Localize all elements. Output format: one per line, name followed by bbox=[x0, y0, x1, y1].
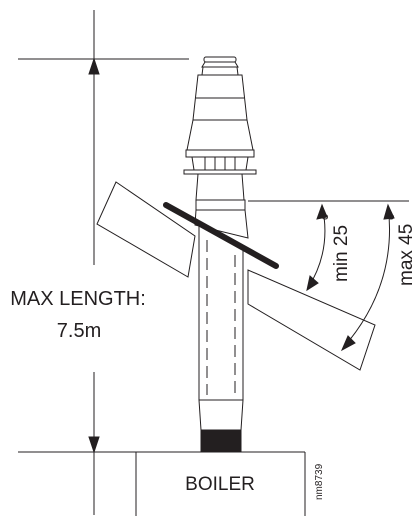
boiler-label: BOILER bbox=[185, 474, 255, 495]
min-angle-degree-group: o bbox=[319, 214, 331, 220]
min-angle-arrow-bottom bbox=[306, 275, 319, 292]
max-angle-arc bbox=[342, 204, 391, 349]
max-length-dimension bbox=[18, 10, 189, 515]
terminal-louvres bbox=[191, 156, 249, 171]
arrowhead-down bbox=[88, 436, 100, 454]
max-angle-label: max 45 bbox=[396, 224, 417, 286]
flue-terminal bbox=[183, 56, 257, 201]
flue-pipe bbox=[198, 222, 244, 453]
angle-dimensions bbox=[248, 200, 409, 352]
flue-seal-band bbox=[163, 202, 279, 269]
max-angle-text-group: max 45 bbox=[396, 224, 417, 286]
max-length-label: MAX LENGTH: bbox=[10, 288, 146, 310]
ref-code-group: nm8739 bbox=[314, 463, 325, 500]
max-angle-arrow-top bbox=[383, 203, 395, 220]
boiler-box bbox=[135, 451, 306, 516]
terminal-neck bbox=[201, 66, 239, 76]
min-angle-text-group: min 25 bbox=[331, 225, 352, 282]
pipe-lower-section bbox=[198, 399, 244, 431]
boiler-connector bbox=[200, 429, 242, 453]
reference-code: nm8739 bbox=[314, 463, 325, 500]
min-angle-label: min 25 bbox=[331, 225, 352, 282]
max-angle-degree-group: o bbox=[385, 214, 397, 220]
roof bbox=[96, 181, 376, 371]
terminal-collar bbox=[185, 149, 255, 158]
arrowhead-up bbox=[88, 57, 100, 75]
max-length-value: 7.5m bbox=[57, 320, 101, 342]
roof-lower-part bbox=[247, 269, 376, 371]
terminal-top-cap bbox=[203, 56, 237, 63]
terminal-skirt bbox=[183, 169, 257, 175]
terminal-lower-body bbox=[195, 173, 245, 201]
max-angle-arrow-bottom bbox=[340, 335, 356, 352]
terminal-cone bbox=[186, 119, 254, 151]
flashing-ring bbox=[195, 199, 246, 211]
terminal-top-dome bbox=[201, 61, 239, 68]
min-angle-arrow-top bbox=[316, 203, 328, 220]
max-angle-degree: o bbox=[385, 214, 397, 220]
roof-upper-part bbox=[96, 181, 196, 278]
min-angle-degree: o bbox=[319, 214, 331, 220]
flashing bbox=[163, 199, 279, 269]
